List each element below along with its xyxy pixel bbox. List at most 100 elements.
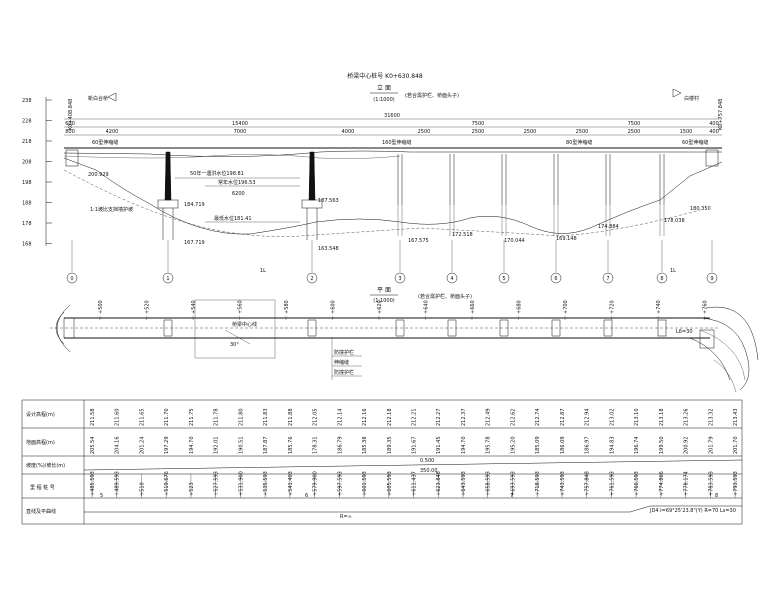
plan-station: +700 [563,300,569,314]
design-elevation: 212.16 [362,409,368,427]
row-label-station: 里 程 桩 号 [30,484,55,491]
station-value: +605.593 [387,471,393,496]
bridge-deck [63,147,722,159]
ground-elevation: 201.70 [733,437,739,455]
station-value: +485.593 [90,471,96,496]
axis-mark: 5 [100,493,103,499]
ground-elevation: 194.70 [189,437,195,455]
plan-pier [307,319,317,337]
plan-pier [657,319,667,337]
ground-elevation: 195.20 [510,437,516,455]
ground-elevation: 201.79 [708,437,714,455]
curve-jd4: JD4 I=69°25'23.8"(Y) R=70 Ls=30 [649,508,736,514]
elev-tick-label: 188 [22,201,32,207]
joint-label-1: 160型伸缩缝 [382,139,412,146]
station-value: +658.593 [486,471,492,496]
legend-item-1: 防撞护栏 [334,349,354,356]
ground-elevation: 191.67 [412,437,418,455]
ground-elevation: 185.38 [362,437,368,455]
pier-number: 5 [502,276,505,282]
piers [65,149,719,240]
direction-left-label: 新白合桥 [88,95,108,102]
pier [157,151,179,240]
ground-elevation: 178.31 [313,437,319,455]
span-top-1: 15400 [232,121,248,127]
design-elevation: 213.02 [609,409,615,427]
design-elevation: 213.10 [634,409,640,427]
footnote-mark-1: 1L [260,268,266,274]
design-elevation: 212.05 [313,409,319,427]
elevation-values: 200.929184.719167.719187.563163.548167.5… [88,172,711,252]
design-elevation: 213.18 [659,409,665,427]
design-elevation: 212.27 [436,409,442,427]
axis-mark: 8 [715,493,718,499]
design-elevation: 212.21 [412,409,418,427]
station-value: +793.593 [733,471,739,496]
plan-pier [163,319,173,337]
span-mid-label: 2500 [472,129,485,135]
joint-label-0: 60型伸缩缝 [92,139,118,146]
design-elevation: 211.58 [90,409,96,427]
pier-number: 2 [310,276,313,282]
row-label-design: 设计高程(m) [26,411,55,418]
pier-number: 6 [554,276,557,282]
pier-number-circle [162,272,174,284]
profile-table: 设计高程(m) 地面高程(m) 坡度(%)/坡长(m) 里 程 桩 号 直线及平… [21,399,743,525]
station-value: +611.437 [412,471,418,496]
curve-straight: R=∞ [340,514,352,520]
pier-number-circle [602,272,614,284]
edge-right-1: 400 [709,121,719,127]
span-mid-label: 7000 [234,129,247,135]
plan-station: +680 [517,300,523,314]
direction-right: 白楼村 [672,88,699,102]
pier [397,154,403,236]
station-value: +510 [139,482,145,496]
pier-number-circle [446,272,458,284]
plan-station: +580 [284,300,290,314]
plan-station: +620 [377,300,383,314]
span-6200-label: 6200 [232,191,245,197]
row-label-slope: 坡度(%)/坡长(m) [26,462,65,469]
drawing-title: 桥梁中心桩号 K0+630.848 [347,72,423,80]
pier-number: 8 [660,276,663,282]
span-mid-label: 1500 [680,129,693,135]
station-value: +489.593 [115,471,121,496]
elev-tick-label: 178 [22,221,32,227]
span-top-2: 7500 [472,121,485,127]
station-value: +783.593 [708,471,714,496]
edge-left-2: 800 [65,129,75,135]
elev-tick-label: 208 [22,160,32,166]
ground-elevation: 185.09 [535,437,541,455]
ground-elevation: 197.29 [164,437,170,455]
ground-elevation: 190.51 [238,437,244,455]
elevation-value: 169.148 [556,236,577,242]
joint-label-2: 80型伸缩缝 [566,139,592,146]
station-value: +766.593 [634,471,640,496]
plan-legend: 防撞护栏 伸缩缝 防撞护栏 [331,338,362,380]
station-value: +579.900 [313,471,319,496]
elevation-scale: (1:1000) [373,97,395,103]
ground-elevation: 204.16 [115,437,121,455]
plan-station: +520 [145,300,151,314]
elevation-value: 167.719 [184,240,205,246]
skew-box: 桥梁中心线 30° [194,299,276,359]
row-label-curve: 直线及平曲线 [26,508,56,515]
elevation-value: 172.518 [452,232,473,238]
elevation-value: 163.548 [318,246,339,252]
elevation-scale-note: (若合需护栏、桥面头子) [405,92,459,99]
plan-pier [551,319,561,337]
design-elevation: 212.18 [387,409,393,427]
ground-elevation: 200.92 [684,437,690,455]
legend-item-2: 伸缩缝 [334,359,349,366]
arrow-right-icon [672,88,682,98]
station-value: +643.593 [461,471,467,496]
design-elevation: 211.65 [139,409,145,427]
pier-number: 7 [606,276,609,282]
station-value: +527.593 [214,471,220,496]
design-elevation: 213.32 [708,409,714,427]
ground-elevation: 186.79 [337,437,343,455]
plan-pier [499,319,509,337]
design-elevation: 211.80 [238,409,244,427]
